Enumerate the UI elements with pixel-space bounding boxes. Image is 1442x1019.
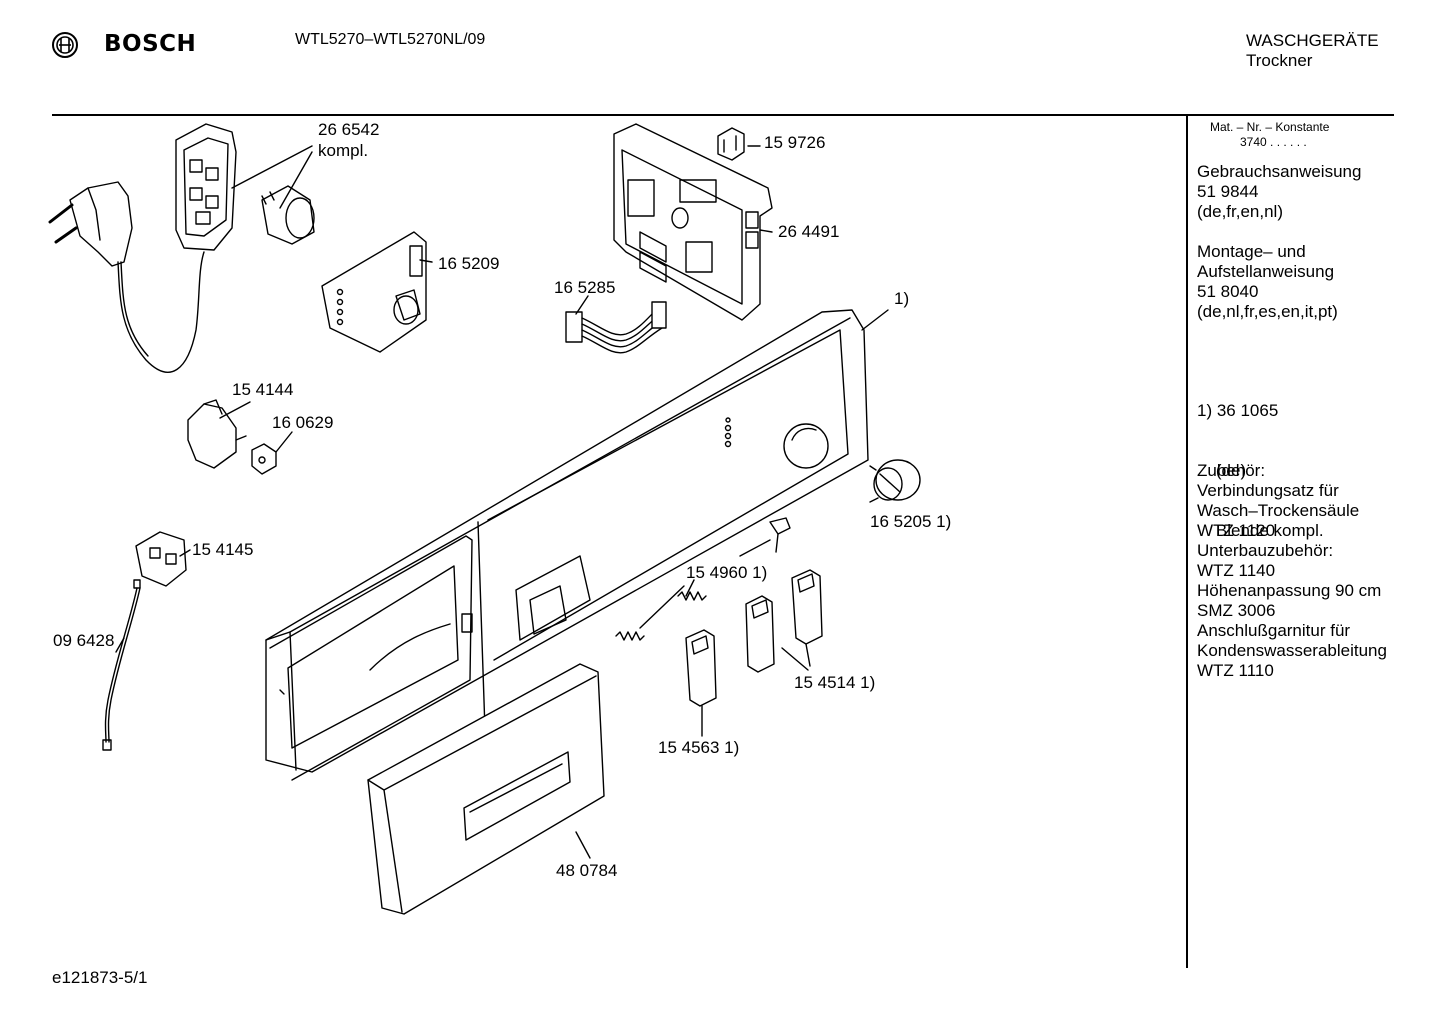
- leader-154960a: [739, 539, 771, 557]
- leader-154514a: [781, 647, 809, 671]
- header-divider: [52, 114, 1394, 116]
- bosch-armature-icon: [52, 32, 78, 58]
- exploded-view-drawing: [48, 123, 921, 915]
- sidebar-line: 51 9844: [1197, 182, 1259, 201]
- sidebar-line: Unterbauzubehör:: [1197, 541, 1334, 560]
- leader-154145: [179, 549, 191, 557]
- leader-266542b: [279, 151, 313, 209]
- flap-480784: [367, 663, 605, 915]
- label-154144: 15 4144: [232, 380, 294, 399]
- brand-name: BOSCH: [104, 31, 197, 57]
- sidebar-block-manual: Gebrauchsanweisung 51 9844 (de,fr,en,nl): [1197, 162, 1361, 222]
- model-number: WTL5270–WTL5270NL/09: [295, 31, 486, 48]
- sidebar-line: Montage– und: [1197, 242, 1306, 261]
- label-154514: 15 4514 1): [794, 673, 876, 692]
- sidebar-line: Blende kompl.: [1197, 521, 1324, 540]
- push-button-154514a: [745, 595, 775, 673]
- program-knob: [869, 459, 921, 503]
- sidebar-line: (de,fr,en,nl): [1197, 202, 1283, 221]
- sidebar-line: Anschlußgarnitur für: [1197, 621, 1351, 640]
- leader-165209: [419, 259, 433, 263]
- label-159726: 15 9726: [764, 133, 826, 152]
- switch-block: [175, 123, 237, 251]
- leader-154960c: [685, 579, 695, 597]
- capacitor: [261, 185, 315, 245]
- sidebar-line: Höhenanpassung 90 cm: [1197, 581, 1382, 600]
- label-165209: 16 5209: [438, 254, 500, 273]
- sidebar-line: WTZ 1120: [1197, 521, 1276, 540]
- sidebar-line: Aufstellanweisung: [1197, 262, 1335, 281]
- sidebar-divider: [1186, 116, 1188, 968]
- sidebar-line: 51 8040: [1197, 282, 1259, 301]
- power-plug-cord: [48, 181, 205, 373]
- sidebar-block-installation: Montage– und Aufstellanweisung 51 8040 (…: [1197, 242, 1338, 322]
- leader-264491: [759, 229, 773, 233]
- mat-nr-value: 3740 . . . . . .: [1240, 135, 1307, 149]
- label-154960: 15 4960 1): [686, 563, 768, 582]
- lever-154960: [769, 517, 791, 553]
- label-panel: 1): [894, 289, 910, 308]
- front-panel: [265, 309, 869, 781]
- control-module: [613, 123, 773, 321]
- leader-154960b: [639, 585, 685, 629]
- ribbon-cable: [565, 301, 667, 354]
- switch-154145: [135, 531, 187, 587]
- label-165205: 16 5205 1): [870, 512, 952, 531]
- mat-nr-label: Mat. – Nr. – Konstante: [1210, 120, 1330, 134]
- sidebar-line: (de): [1197, 461, 1247, 480]
- sidebar-line: Verbindungsatz für: [1197, 481, 1339, 500]
- category-title: WASCHGERÄTE: [1246, 31, 1379, 50]
- sidebar-block-accessories: Zubehör: Verbindungsatz für Wasch–Trocke…: [1197, 461, 1387, 681]
- label-160629: 16 0629: [272, 413, 334, 432]
- switch-154144: [187, 399, 247, 469]
- spring-upper: [677, 591, 707, 601]
- push-button-154514b: [791, 569, 823, 645]
- sidebar-line: Gebrauchsanweisung: [1197, 162, 1362, 181]
- label-480784: 48 0784: [556, 861, 618, 880]
- sidebar-line: Zubehör:: [1197, 461, 1266, 480]
- bosch-logo: [50, 30, 80, 65]
- leader-096428: [115, 637, 125, 653]
- clip-160629: [251, 443, 277, 475]
- leader-266542: [231, 145, 313, 189]
- sidebar-line: 1) 36 1065: [1197, 401, 1279, 420]
- label-266542: 26 6542: [318, 120, 380, 139]
- leader-154144: [219, 401, 251, 419]
- drawing-code: e121873-5/1: [52, 968, 148, 987]
- label-165285: 16 5285: [554, 278, 616, 297]
- leader-480784: [575, 831, 591, 859]
- label-264491: 26 4491: [778, 222, 840, 241]
- sidebar-line: Wasch–Trockensäule: [1197, 501, 1360, 520]
- label-266542-kompl: kompl.: [318, 141, 369, 160]
- spring-lower: [615, 631, 645, 641]
- wire-096428: [102, 579, 141, 751]
- label-154145: 15 4145: [192, 540, 254, 559]
- push-button-154563: [685, 629, 717, 707]
- sidebar-line: WTZ 1140: [1197, 561, 1276, 580]
- label-096428: 09 6428: [53, 631, 115, 650]
- leader-panel: [861, 309, 889, 331]
- sidebar-line: WTZ 1110: [1197, 661, 1274, 680]
- label-154563: 15 4563 1): [658, 738, 740, 757]
- subcategory-title: Trockner: [1246, 51, 1313, 70]
- sidebar-line: (de,nl,fr,es,en,it,pt): [1197, 302, 1338, 321]
- relay-159726: [717, 127, 745, 161]
- circuit-board-165209: [321, 231, 427, 353]
- sidebar-block-panel: 1) 36 1065 (de) Blende kompl.: [1197, 361, 1324, 561]
- leader-154514b: [805, 643, 811, 667]
- sidebar-line: SMZ 3006: [1197, 601, 1276, 620]
- sidebar-line: Kondenswasserableitung: [1197, 641, 1387, 660]
- leader-165285: [575, 295, 589, 315]
- leader-160629: [275, 431, 293, 453]
